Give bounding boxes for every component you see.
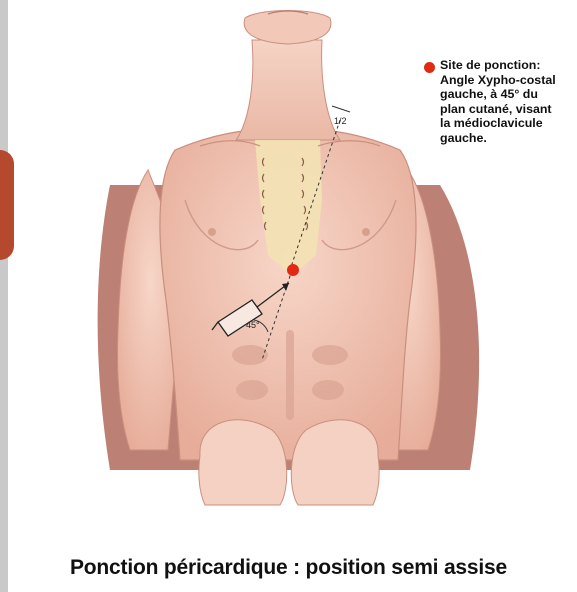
caption: Ponction péricardique : position semi as… bbox=[0, 556, 577, 580]
legend-line: la médioclavicule bbox=[440, 116, 574, 131]
legend-text: Site de ponction: Angle Xypho-costal gau… bbox=[440, 58, 574, 145]
legend-line: Site de ponction: bbox=[440, 58, 574, 73]
half-tick bbox=[332, 106, 350, 112]
legend: Site de ponction: Angle Xypho-costal gau… bbox=[424, 58, 574, 145]
left-nipple bbox=[362, 228, 370, 236]
left-thigh bbox=[291, 420, 379, 505]
right-nipple bbox=[208, 228, 216, 236]
chin bbox=[244, 11, 331, 45]
legend-line: gauche, à 45° du bbox=[440, 87, 574, 102]
legend-marker bbox=[424, 62, 435, 73]
legend-line: plan cutané, visant bbox=[440, 102, 574, 117]
legend-line: gauche. bbox=[440, 131, 574, 146]
legend-line: Angle Xypho-costal bbox=[440, 73, 574, 88]
right-thigh bbox=[199, 420, 287, 505]
fraction-label: 1/2 bbox=[334, 116, 347, 126]
neck bbox=[236, 40, 340, 140]
puncture-site-marker bbox=[287, 264, 299, 276]
angle-label: 45° bbox=[246, 320, 260, 330]
